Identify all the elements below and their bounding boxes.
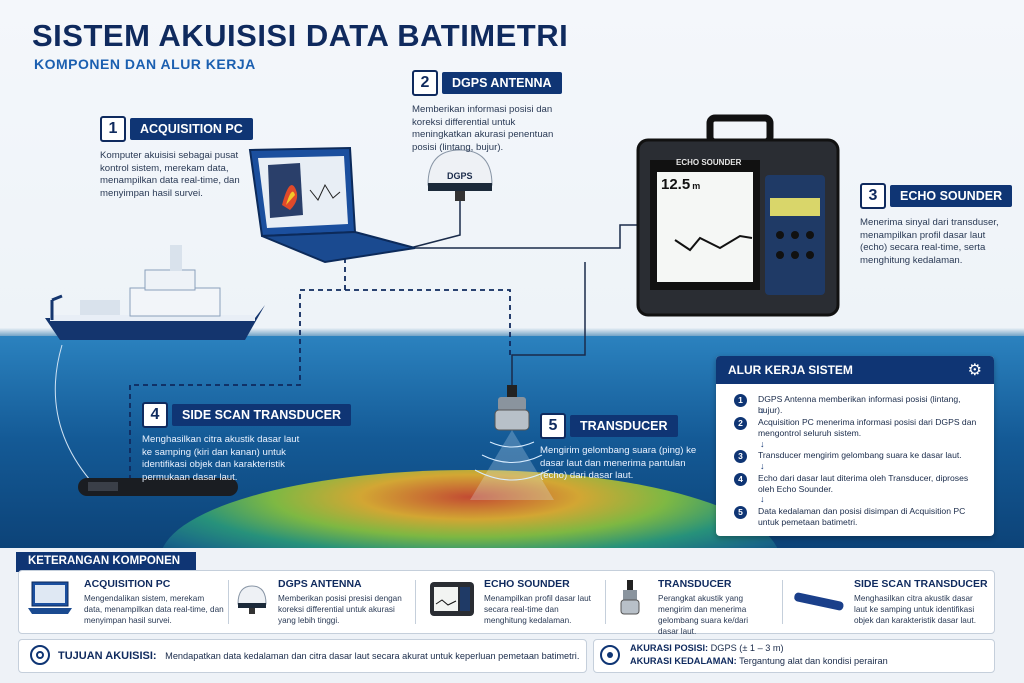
page-title: SISTEM AKUISISI DATA BATIMETRI (32, 18, 569, 53)
laptop-icon (28, 581, 72, 614)
arrow-down-icon: ↓ (760, 461, 765, 471)
arrow-down-icon: ↓ (760, 494, 765, 504)
arrow-down-icon: ↓ (760, 439, 765, 449)
component-number: 4 (142, 402, 168, 428)
goal-text: Mendapatkan data kedalaman dan citra das… (165, 651, 580, 661)
component-number: 1 (100, 116, 126, 142)
divider (605, 580, 606, 624)
accuracy-depth-value: Tergantung alat dan kondisi perairan (739, 656, 888, 666)
dgps-antenna-icon (237, 585, 267, 614)
component-name: TRANSDUCER (570, 415, 678, 437)
accuracy-icon (600, 645, 620, 665)
goal-label: TUJUAN AKUISISI: (58, 650, 157, 662)
component-number: 5 (540, 413, 566, 439)
goal-text-row: TUJUAN AKUISISI: Mendapatkan data kedala… (58, 650, 579, 662)
diagram-illustration (45, 114, 840, 500)
accuracy-position-row: AKURASI POSISI: DGPS (± 1 – 3 m) (630, 643, 784, 653)
side-scan-towfish-icon (794, 592, 844, 611)
legend-header (16, 552, 196, 572)
component-number: 3 (860, 183, 886, 209)
transducer-cable (511, 262, 586, 390)
dgps-antenna-icon (427, 149, 493, 201)
accuracy-position-value: DGPS (± 1 – 3 m) (710, 643, 784, 653)
goal-box (18, 639, 587, 673)
side-scan-towfish-icon (78, 478, 238, 496)
gear-icon: ⚙ (967, 362, 982, 379)
laptop-icon (248, 146, 416, 264)
divider (415, 580, 416, 624)
arrow-down-icon: ↓ (760, 405, 765, 415)
accuracy-position-label: AKURASI POSISI: (630, 643, 709, 653)
accuracy-depth-label: AKURASI KEDALAMAN: (630, 656, 737, 666)
echo-device-label: ECHO SOUNDER (676, 158, 742, 167)
component-desc: Memberikan informasi posisi dan koreksi … (412, 104, 554, 153)
divider (782, 580, 783, 624)
survey-ship-icon (45, 245, 265, 340)
divider (228, 580, 229, 624)
target-icon (30, 645, 50, 665)
workflow-header (716, 356, 994, 384)
echo-cable (410, 224, 645, 249)
accuracy-box (593, 639, 995, 673)
transducer-icon (470, 385, 554, 500)
component-number: 2 (412, 70, 438, 96)
component-desc: Menerima sinyal dari transduser, menampi… (860, 217, 999, 266)
component-name: DGPS ANTENNA (442, 72, 562, 94)
component-desc: Mengirim gelombang suara (ping) ke dasar… (540, 445, 697, 481)
page-subtitle: KOMPONEN DAN ALUR KERJA (34, 56, 256, 72)
dgps-cable (409, 200, 461, 249)
transducer-icon (620, 580, 640, 615)
component-name: ACQUISITION PC (130, 118, 253, 140)
echo-sounder-icon (430, 582, 474, 616)
component-desc: Komputer akuisisi sebagai pusat kontrol … (100, 150, 240, 199)
component-name: ECHO SOUNDER (890, 185, 1013, 207)
dgps-device-label: DGPS (447, 171, 473, 181)
echo-sounder-device-icon (636, 114, 840, 317)
legend-title: KETERANGAN KOMPONEN (28, 555, 181, 567)
component-name: SIDE SCAN TRANSDUCER (172, 404, 352, 426)
accuracy-depth-row: AKURASI KEDALAMAN: Tergantung alat dan k… (630, 656, 888, 666)
component-desc: Menghasilkan citra akustik dasar laut ke… (142, 434, 300, 483)
workflow-title: ALUR KERJA SISTEM (728, 363, 853, 377)
